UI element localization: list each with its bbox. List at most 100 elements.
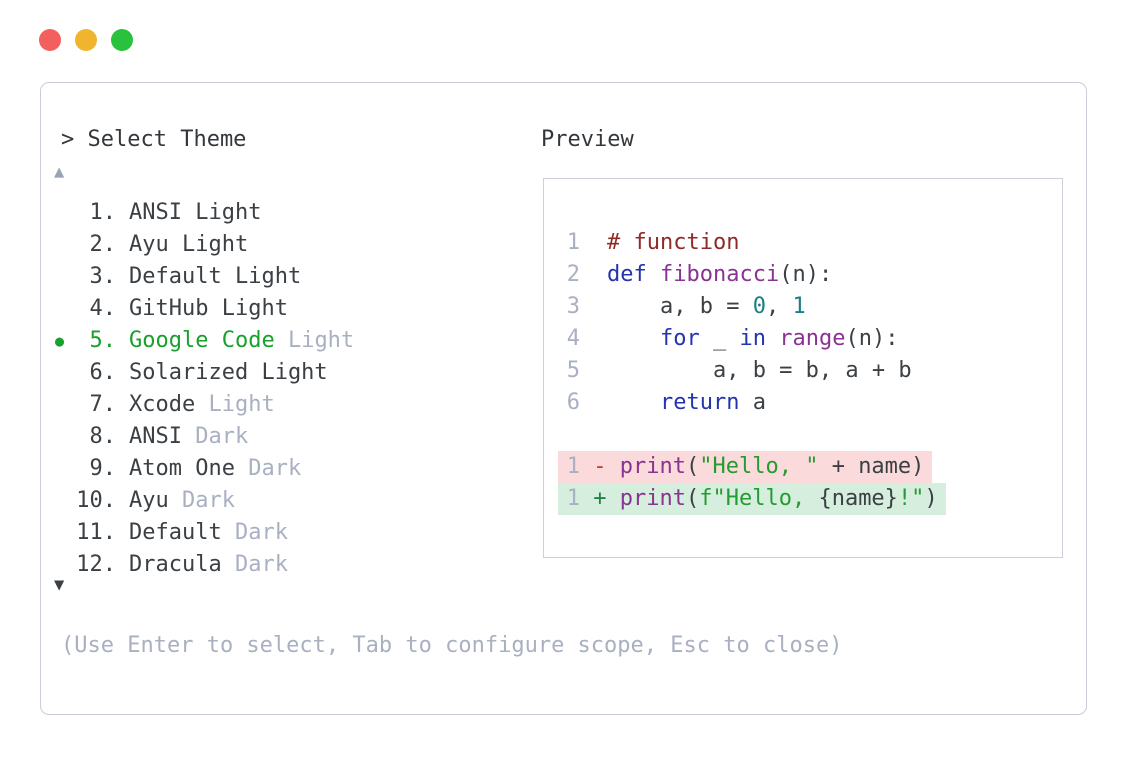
code-line: 5 a, b = b, a + b xyxy=(566,355,1062,387)
code-token: !" xyxy=(897,486,925,511)
theme-item-name: Atom One xyxy=(129,456,235,481)
theme-item-variant: Dark xyxy=(221,520,288,545)
theme-item-number: 4. xyxy=(89,296,117,321)
window-controls xyxy=(39,29,133,51)
code-token: a xyxy=(739,390,766,415)
code-token xyxy=(607,326,660,351)
code-token: 0 xyxy=(752,294,766,319)
code-line: 6 return a xyxy=(566,387,1062,419)
code-token: a, b = b, a + b xyxy=(607,358,912,383)
theme-item-name: Default xyxy=(129,520,222,545)
close-button[interactable] xyxy=(39,29,61,51)
blank-line xyxy=(566,419,1062,451)
code-token: range xyxy=(779,326,846,351)
selected-bullet-icon: ● xyxy=(55,332,65,350)
code-token: in xyxy=(739,326,766,351)
minimize-button[interactable] xyxy=(75,29,97,51)
code-line: 4 for _ in range(n): xyxy=(566,323,1062,355)
code-token: (n): xyxy=(845,326,899,351)
zoom-button[interactable] xyxy=(111,29,133,51)
theme-item-number: 9. xyxy=(89,456,117,481)
code-line: 1# function xyxy=(566,227,1062,259)
theme-picker-panel: > Select Theme ▲ 1. ANSI Light 2. Ayu Light… xyxy=(40,82,1087,715)
theme-item-variant: Light xyxy=(274,328,355,353)
code-line: 3 a, b = 0, 1 xyxy=(566,291,1062,323)
code-token: fibonacci xyxy=(660,262,780,287)
code-token: print xyxy=(619,486,686,511)
theme-item-name: Ayu xyxy=(129,488,169,513)
hint-text: (Use Enter to select, Tab to configure s… xyxy=(61,633,843,658)
line-number: 5 xyxy=(566,358,580,383)
theme-item-name: Ayu Light xyxy=(129,232,249,257)
code-token: for xyxy=(659,326,700,351)
theme-item-number: 2. xyxy=(89,232,117,257)
theme-item-number: 8. xyxy=(89,424,117,449)
theme-item[interactable]: 8. ANSI Dark xyxy=(76,421,354,453)
code-token: return xyxy=(659,390,740,415)
theme-item[interactable]: 2. Ayu Light xyxy=(76,229,354,261)
line-number: 1 xyxy=(566,486,580,511)
theme-item-variant: Light xyxy=(195,392,275,417)
scroll-up-icon[interactable]: ▲ xyxy=(54,162,65,182)
theme-item-name: GitHub Light xyxy=(129,296,288,321)
theme-item-variant: Dark xyxy=(234,456,302,481)
theme-item[interactable]: 9. Atom One Dark xyxy=(76,453,354,485)
theme-item-name: Solarized Light xyxy=(129,360,328,385)
theme-item-name: ANSI Light xyxy=(129,200,262,225)
theme-item-number: 5. xyxy=(89,328,117,353)
code-token: ( xyxy=(685,454,700,479)
code-token: def xyxy=(607,262,647,287)
line-number: 6 xyxy=(566,390,580,415)
line-number: 4 xyxy=(566,326,580,351)
code-token: "Hello, " xyxy=(699,454,819,479)
code-token: - xyxy=(593,454,620,479)
theme-item-variant: Dark xyxy=(221,552,288,577)
theme-item[interactable]: 3.Default Light xyxy=(76,261,354,293)
theme-item[interactable]: 12. Dracula Dark xyxy=(76,549,354,581)
diff-line-added: 1 + print(f"Hello, {name}!") xyxy=(558,483,1062,515)
code-token: ( xyxy=(685,486,700,511)
theme-item-name: Default Light xyxy=(129,264,302,289)
code-token: ) xyxy=(924,486,938,511)
diff-highlight-removed: 1 - print("Hello, " + name) xyxy=(558,451,933,483)
theme-item[interactable]: 10. Ayu Dark xyxy=(76,485,354,517)
code-token: {name} xyxy=(818,486,898,511)
prompt-label: > Select Theme xyxy=(61,127,247,152)
code-token xyxy=(766,326,779,351)
preview-label: Preview xyxy=(541,127,634,152)
theme-item-variant: Dark xyxy=(168,488,235,513)
theme-item-name: Dracula xyxy=(129,552,222,577)
theme-item-name: Google Code xyxy=(129,328,275,353)
code-token: a, b = xyxy=(607,294,753,319)
line-number: 3 xyxy=(566,294,580,319)
theme-item[interactable]: 4. GitHub Light xyxy=(76,293,354,325)
theme-item-number: 6. xyxy=(89,360,117,385)
theme-item-name: Xcode xyxy=(129,392,196,417)
code-token: (n): xyxy=(779,262,833,287)
line-number: 1 xyxy=(566,454,580,479)
theme-item-variant: Dark xyxy=(181,424,249,449)
code-token: f"Hello, xyxy=(699,486,819,511)
code-token: + xyxy=(593,486,620,511)
line-number: 2 xyxy=(566,262,580,287)
code-token: print xyxy=(619,454,686,479)
theme-item-number: 12. xyxy=(76,552,116,577)
theme-item[interactable]: 1. ANSI Light xyxy=(76,197,354,229)
theme-item[interactable]: ● 5. Google Code Light xyxy=(55,325,355,357)
theme-item-name: ANSI xyxy=(129,424,182,449)
theme-item[interactable]: 7.Xcode Light xyxy=(76,389,354,421)
code-token: + name) xyxy=(818,454,925,479)
diff-highlight-added: 1 + print(f"Hello, {name}!") xyxy=(558,483,946,515)
code-token: 1 xyxy=(792,294,806,319)
code-token xyxy=(607,390,660,415)
theme-item-number: 1. xyxy=(89,200,117,225)
diff-line-removed: 1 - print("Hello, " + name) xyxy=(558,451,1062,483)
theme-item[interactable]: 11.Default Dark xyxy=(76,517,354,549)
theme-item[interactable]: 6. Solarized Light xyxy=(76,357,354,389)
scroll-down-icon[interactable]: ▼ xyxy=(54,575,65,595)
theme-item-number: 10. xyxy=(76,488,116,513)
